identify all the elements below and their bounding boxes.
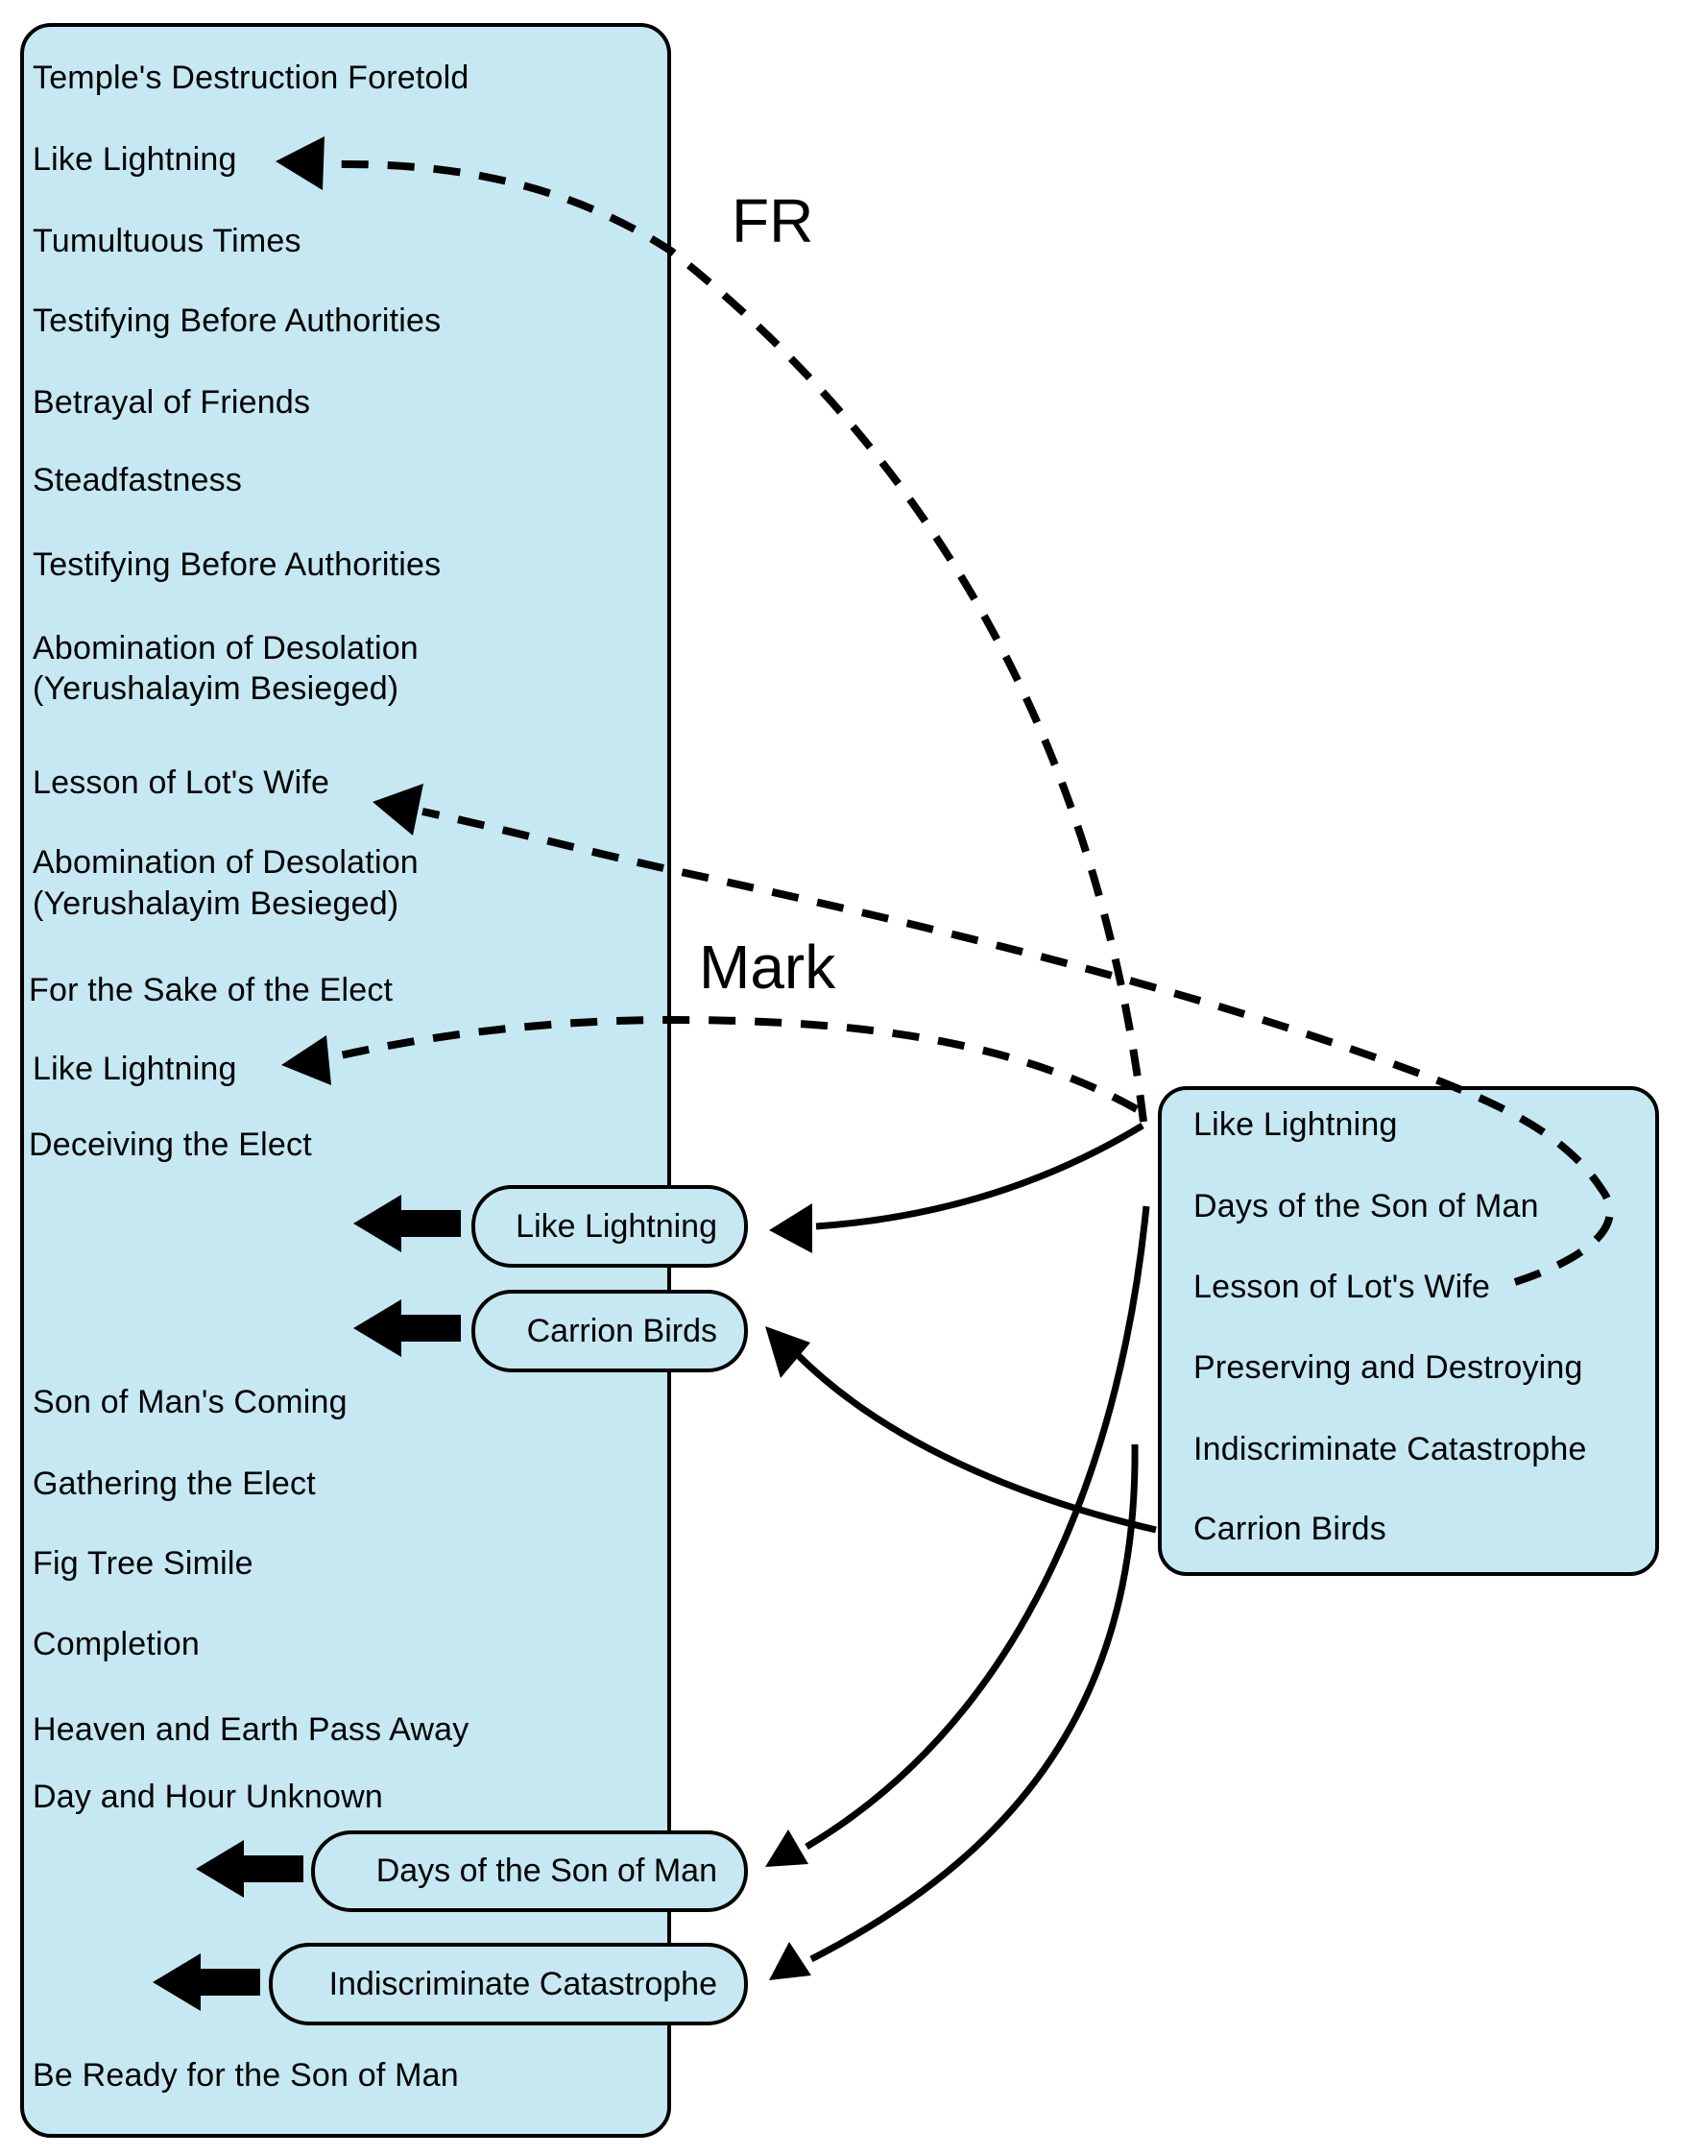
left-item-lesson-of-lots-wife: Lesson of Lot's Wife <box>33 764 330 801</box>
insert-arrow-carrion-birds-icon <box>353 1299 461 1357</box>
label-fr: FR <box>732 186 814 255</box>
insert-arrow-indiscriminate-icon <box>153 1953 260 2011</box>
left-item-gathering-the-elect: Gathering the Elect <box>33 1466 316 1502</box>
arrowhead-lots-wife-icon <box>373 784 423 836</box>
pill-carrion-birds-label: Carrion Birds <box>526 1312 717 1349</box>
dashed-connector-lots-wife <box>421 808 1614 1286</box>
left-item-tumultuous-times: Tumultuous Times <box>33 223 301 259</box>
left-item-for-the-sake-of-the-elect: For the Sake of the Elect <box>29 972 394 1008</box>
pill-days-label: Days of the Son of Man <box>375 1853 717 1889</box>
right-item-carrion-birds: Carrion Birds <box>1193 1511 1386 1547</box>
pill-like-lightning: Like Lightning <box>471 1185 748 1268</box>
left-item-abomination-2-sub: (Yerushalayim Besieged) <box>33 885 399 922</box>
arrowhead-pill-indiscriminate-icon <box>769 1942 811 1980</box>
solid-connector-days-of-the-son-of-man <box>805 1205 1150 1851</box>
right-item-like-lightning: Like Lightning <box>1193 1106 1398 1143</box>
pill-carrion-birds: Carrion Birds <box>471 1290 748 1372</box>
right-item-lesson-of-lots-wife: Lesson of Lot's Wife <box>1193 1269 1491 1305</box>
pill-days-of-the-son-of-man: Days of the Son of Man <box>311 1830 748 1912</box>
left-item-be-ready: Be Ready for the Son of Man <box>33 2057 459 2094</box>
right-item-preserving-and-destroying: Preserving and Destroying <box>1193 1349 1583 1386</box>
pill-indiscriminate-catastrophe: Indiscriminate Catastrophe <box>269 1943 748 2025</box>
label-mark: Mark <box>699 933 836 1002</box>
dashed-connector-mark-like-lightning <box>335 1015 1139 1113</box>
left-item-abomination-1-sub: (Yerushalayim Besieged) <box>33 670 399 707</box>
pill-indiscriminate-label: Indiscriminate Catastrophe <box>328 1965 717 2002</box>
solid-connector-carrion-birds <box>794 1351 1157 1534</box>
arrowhead-fr-like-lightning-icon <box>276 136 325 190</box>
dashed-connector-fr-like-lightning <box>337 159 1147 1123</box>
left-item-completion: Completion <box>33 1626 200 1662</box>
insert-arrow-like-lightning-icon <box>353 1195 461 1252</box>
left-item-son-of-mans-coming: Son of Man's Coming <box>33 1384 348 1420</box>
solid-connector-like-lightning <box>815 1123 1144 1230</box>
arrowhead-pill-days-icon <box>765 1829 808 1867</box>
left-item-testifying-1: Testifying Before Authorities <box>33 303 442 339</box>
pill-like-lightning-label: Like Lightning <box>516 1207 717 1245</box>
left-item-steadfastness: Steadfastness <box>33 462 243 498</box>
insert-arrow-days-icon <box>196 1840 303 1898</box>
left-item-temples-destruction: Temple's Destruction Foretold <box>33 60 469 96</box>
left-item-betrayal-of-friends: Betrayal of Friends <box>33 384 311 421</box>
left-item-heaven-and-earth: Heaven and Earth Pass Away <box>33 1711 469 1748</box>
left-column-box <box>20 23 671 2138</box>
arrowhead-mark-like-lightning-icon <box>281 1035 331 1085</box>
left-item-day-and-hour-unknown: Day and Hour Unknown <box>33 1779 383 1815</box>
left-item-fig-tree-simile: Fig Tree Simile <box>33 1545 253 1582</box>
solid-connector-indiscriminate-catastrophe <box>809 1443 1139 1963</box>
left-item-testifying-2: Testifying Before Authorities <box>33 546 442 583</box>
left-item-abomination-2: Abomination of Desolation <box>33 844 419 881</box>
left-item-like-lightning-1: Like Lightning <box>33 141 237 178</box>
left-item-like-lightning-2: Like Lightning <box>33 1051 237 1087</box>
right-item-days-of-the-son-of-man: Days of the Son of Man <box>1193 1188 1539 1224</box>
right-column-box <box>1158 1086 1659 1576</box>
arrowhead-pill-like-lightning-icon <box>769 1203 812 1253</box>
left-item-abomination-1: Abomination of Desolation <box>33 630 419 666</box>
right-item-indiscriminate-catastrophe: Indiscriminate Catastrophe <box>1193 1431 1587 1467</box>
arrowhead-pill-carrion-birds-icon <box>765 1326 810 1378</box>
left-item-deceiving-the-elect: Deceiving the Elect <box>29 1126 312 1163</box>
